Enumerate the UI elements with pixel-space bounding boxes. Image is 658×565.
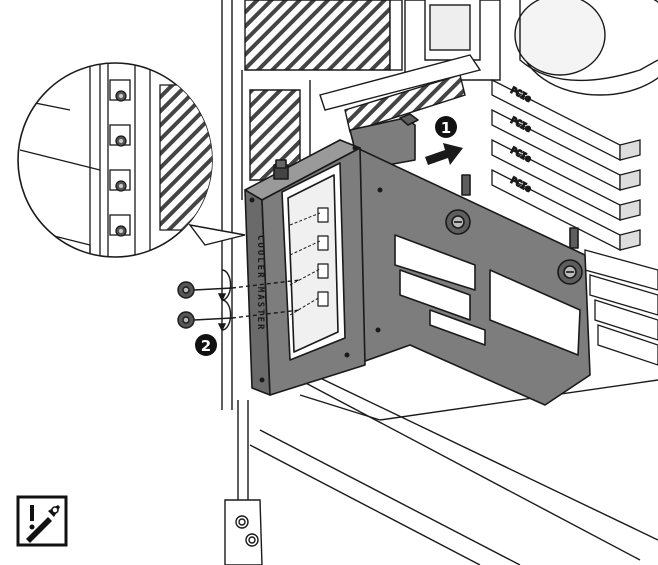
thumbscrew bbox=[273, 159, 289, 180]
rotate-clockwise-icon bbox=[221, 269, 232, 301]
riser-bracket bbox=[244, 113, 591, 406]
thumbscrew bbox=[445, 209, 471, 235]
screw-icon bbox=[177, 279, 301, 299]
step-badge-2: 2 bbox=[195, 334, 217, 356]
caution-tool-icon bbox=[16, 495, 68, 547]
step-badge-1: 1 bbox=[435, 116, 457, 138]
case-frame bbox=[221, 0, 658, 565]
arrow-right-icon bbox=[425, 143, 463, 165]
step-number-1: 1 bbox=[441, 119, 451, 137]
thumbscrew bbox=[557, 259, 583, 285]
magnifier-callout bbox=[17, 62, 246, 258]
rotate-clockwise-icon bbox=[221, 299, 232, 331]
step-number-2: 2 bbox=[201, 337, 211, 355]
bracket-brand-text: COOLER MASTER bbox=[255, 235, 265, 331]
screw-icon bbox=[177, 309, 301, 329]
